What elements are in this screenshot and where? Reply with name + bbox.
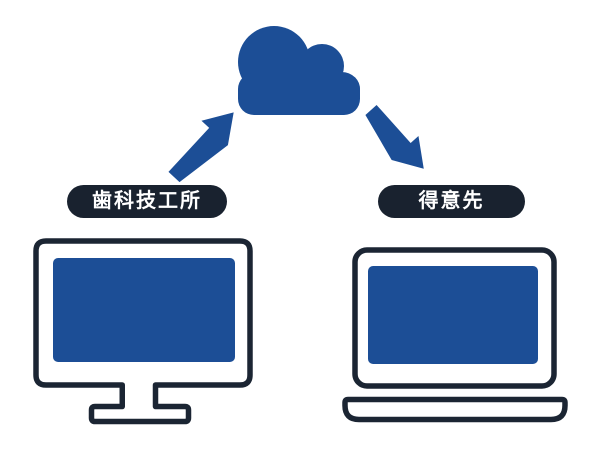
- label-dental-lab-text: 歯科技工所: [92, 190, 202, 212]
- upload-arrow-icon: [168, 112, 234, 183]
- label-client-text: 得意先: [418, 190, 485, 212]
- label-dental-lab: 歯科技工所: [67, 185, 227, 218]
- monitor-screen: [53, 258, 235, 362]
- laptop-icon: [342, 247, 568, 423]
- desktop-monitor-icon: [33, 238, 253, 425]
- download-arrow-icon: [365, 104, 424, 169]
- cloud-icon: [238, 26, 360, 115]
- label-client: 得意先: [378, 185, 525, 218]
- laptop-screen: [368, 266, 538, 364]
